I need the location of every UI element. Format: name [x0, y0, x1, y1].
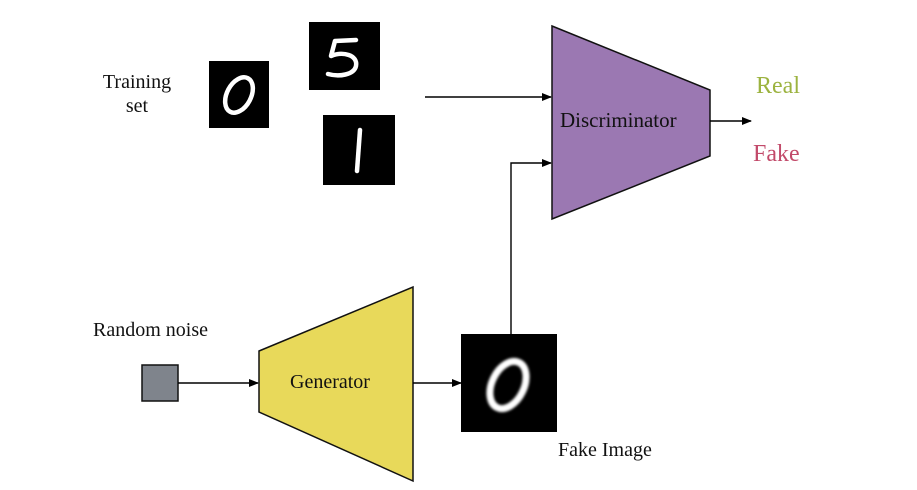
training-set-label-line1: Training — [102, 71, 172, 93]
discriminator-block — [551, 24, 711, 221]
real-label: Real — [756, 73, 800, 99]
training-set-label-line2: set — [125, 95, 149, 117]
random-noise-label: Random noise — [93, 319, 208, 341]
training-set-label: Training set — [82, 70, 192, 118]
noise-square — [141, 364, 179, 402]
fake-image-label: Fake Image — [558, 439, 652, 461]
generator-block — [258, 285, 414, 483]
discriminator-label: Discriminator — [560, 108, 677, 132]
training-digit-zero — [209, 61, 269, 128]
fake-label: Fake — [753, 141, 800, 167]
generator-label: Generator — [290, 371, 370, 393]
fake-image-digit — [461, 334, 557, 432]
arrow-fake-to-discriminator — [510, 159, 552, 334]
training-digit-one — [323, 115, 395, 185]
training-digit-five — [309, 22, 380, 90]
